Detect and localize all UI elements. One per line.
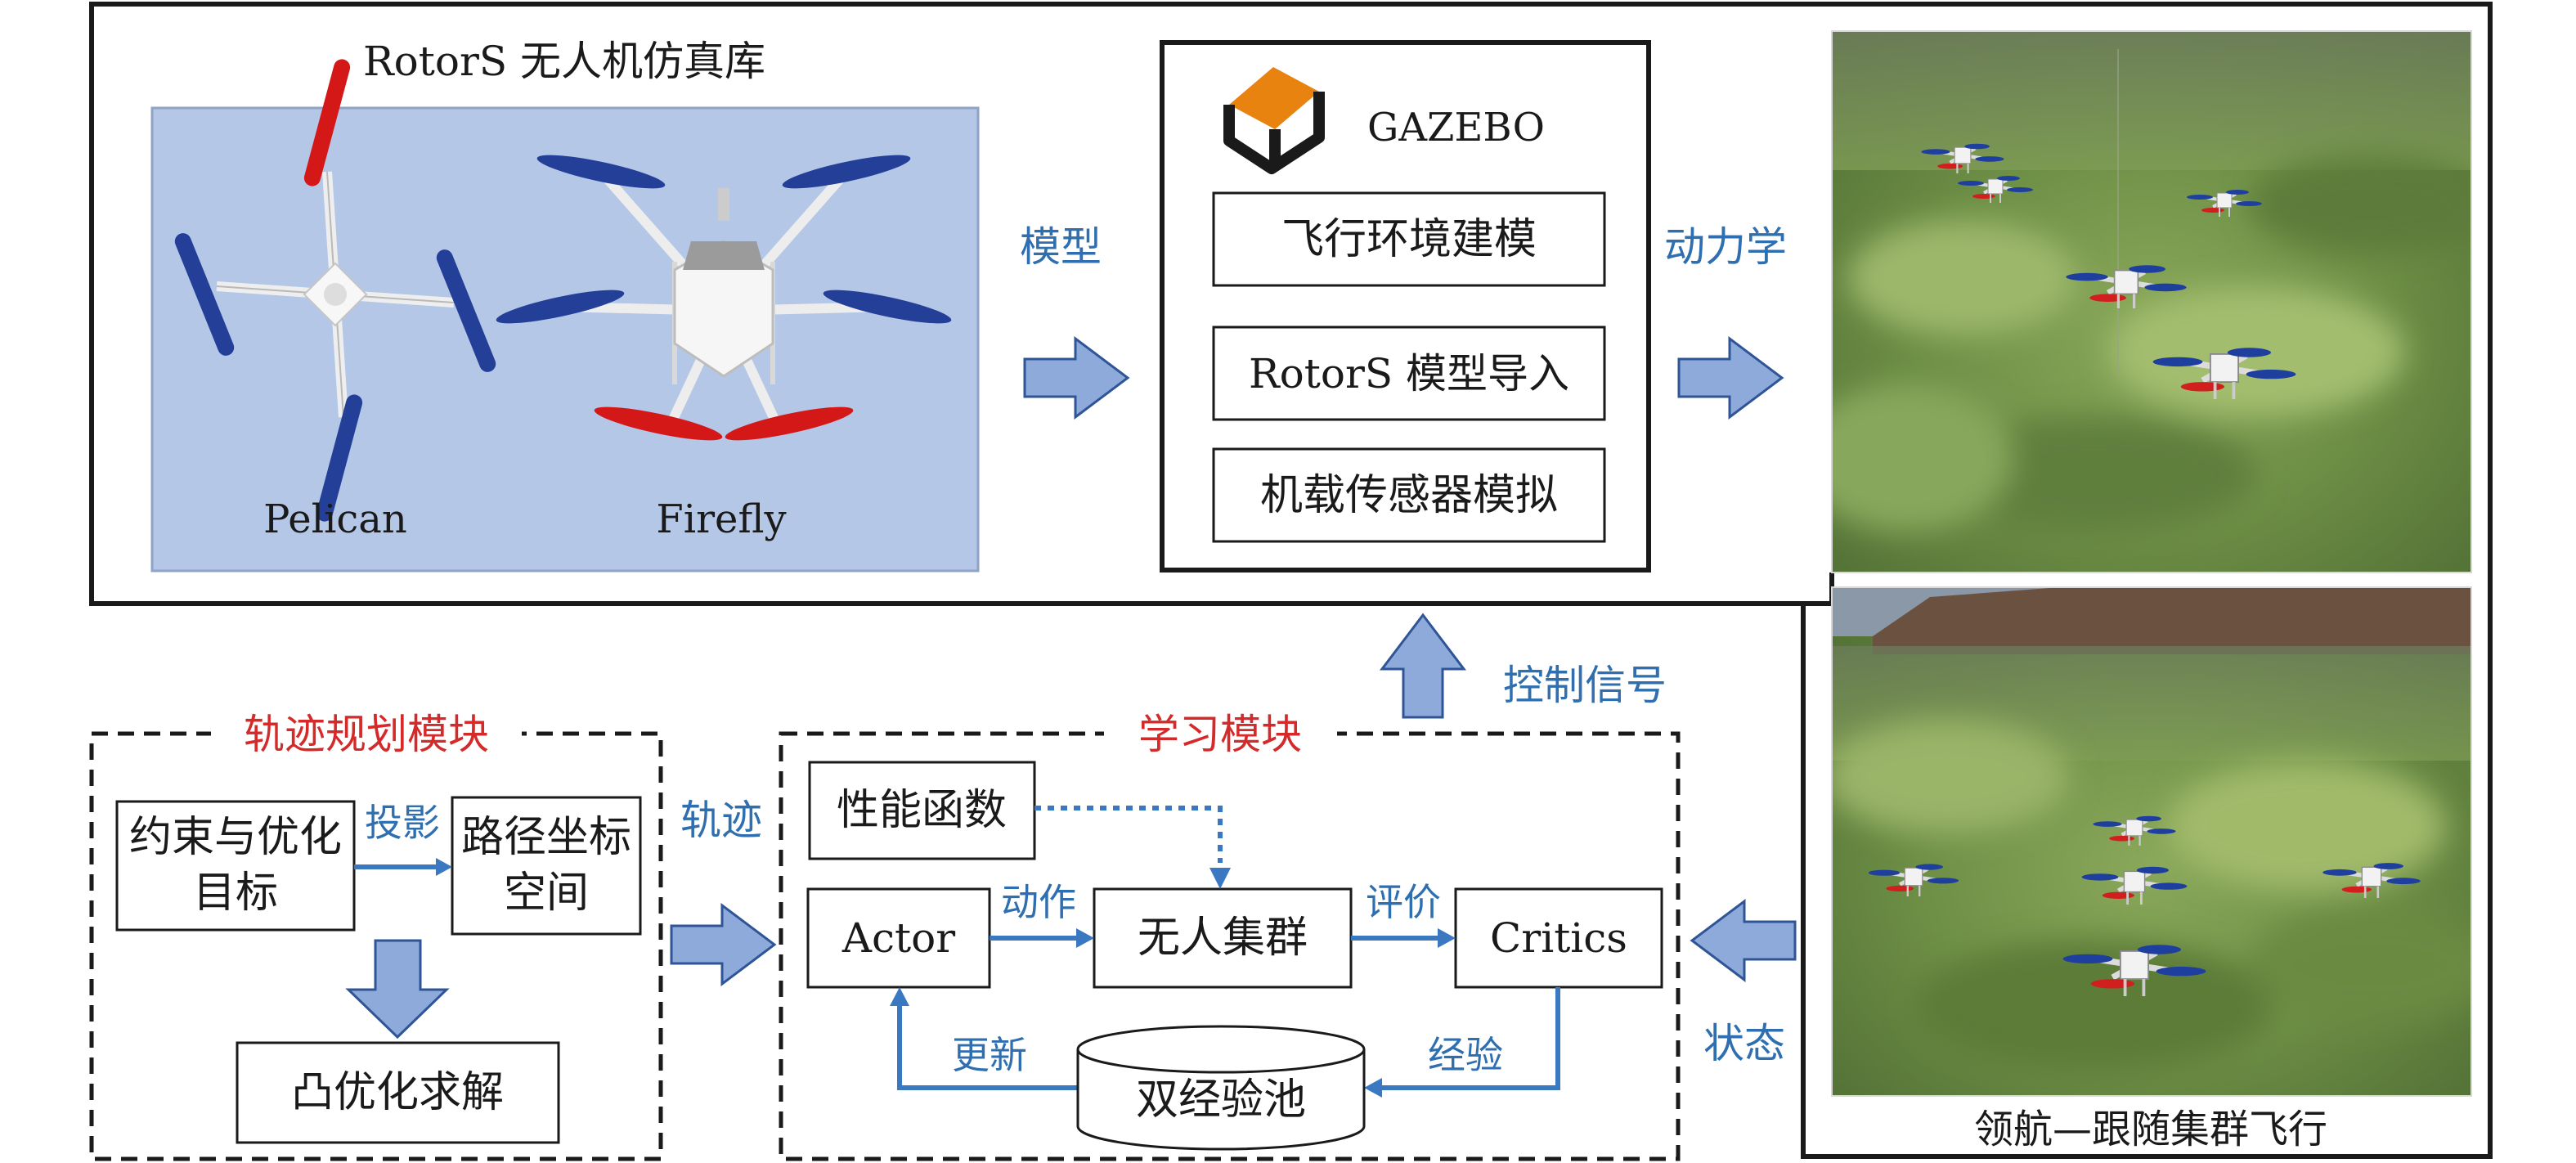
state-label: 状态 <box>1703 1020 1785 1067</box>
gazebo-item-1: 飞行环境建模 <box>1281 215 1537 264</box>
convex-label: 凸优化求解 <box>290 1068 505 1117</box>
projection-label: 投影 <box>365 801 440 845</box>
critics-label: Critics <box>1490 914 1627 962</box>
evaluate-label: 评价 <box>1366 880 1441 924</box>
experience-pool-cylinder <box>1076 1025 1366 1151</box>
action-label: 动作 <box>1001 880 1076 924</box>
actor-label: Actor <box>841 914 956 962</box>
gazebo-item-2: RotorS 模型导入 <box>1249 350 1569 397</box>
gazebo-logo-icon <box>1223 67 1325 174</box>
trajectory-arrow <box>670 904 776 986</box>
control-signal-label: 控制信号 <box>1503 662 1667 709</box>
convex-box <box>236 1041 560 1144</box>
critics-box <box>1454 887 1663 989</box>
simulation-image-top-border <box>1831 30 2472 573</box>
pelican-label: Pelican <box>263 496 407 542</box>
simulation-image-top <box>1832 31 2471 573</box>
simulation-image-bottom <box>1832 587 2471 1096</box>
firefly-label: Firefly <box>656 496 787 542</box>
control-signal-arrow <box>1379 613 1467 719</box>
gazebo-logo-text: GAZEBO <box>1367 105 1545 150</box>
swarm-box <box>1093 887 1353 989</box>
constraint-box <box>115 800 356 932</box>
dynamics-label: 动力学 <box>1664 223 1787 271</box>
swarm-label: 无人集群 <box>1137 914 1308 963</box>
top-section-frame <box>89 2 2493 1159</box>
experience-label: 经验 <box>1428 1033 1503 1077</box>
pool-label: 双经验池 <box>1135 1075 1307 1125</box>
learning-module-title: 学习模块 <box>1138 711 1302 758</box>
performance-label: 性能函数 <box>836 786 1008 835</box>
model-label: 模型 <box>1020 223 1102 271</box>
gazebo-item-box-1 <box>1212 191 1606 287</box>
gazebo-item-box-2 <box>1212 326 1606 421</box>
path-space-label-line2: 空间 <box>503 869 590 918</box>
gazebo-item-3: 机载传感器模拟 <box>1259 471 1559 520</box>
simulation-caption: 领航—跟随集群飞行 <box>1973 1107 2328 1152</box>
model-arrow <box>1023 337 1129 419</box>
update-label: 更新 <box>952 1033 1027 1077</box>
rotors-title: RotorS 无人机仿真库 <box>363 38 765 85</box>
planning-module-title: 轨迹规划模块 <box>244 711 489 758</box>
constraint-label-line1: 约束与优化 <box>128 813 343 862</box>
simulation-image-bottom-border <box>1831 586 2472 1097</box>
state-arrow <box>1690 900 1797 981</box>
path-space-box <box>451 796 642 936</box>
convex-optimization-arrow <box>345 939 450 1040</box>
firefly-drone <box>496 155 952 441</box>
gazebo-item-box-3 <box>1212 447 1606 543</box>
trajectory-label: 轨迹 <box>680 797 762 844</box>
path-space-label-line1: 路径坐标 <box>460 813 632 862</box>
pelican-drone <box>174 59 496 522</box>
dynamics-arrow <box>1677 337 1784 419</box>
constraint-label-line2: 目标 <box>192 869 279 918</box>
